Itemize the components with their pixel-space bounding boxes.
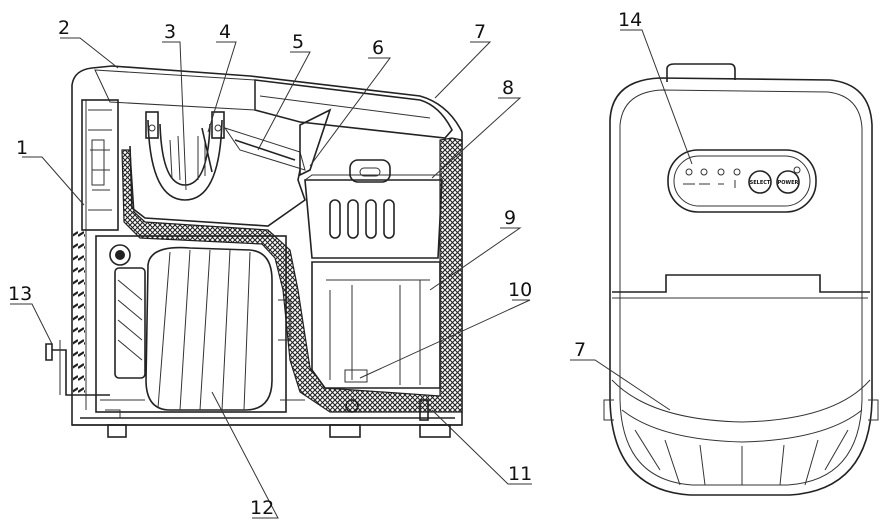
insulation-wall [121,137,463,413]
callout-7-front: 7 [574,339,586,361]
lid-seam [612,274,870,293]
foot [329,424,361,438]
front-housing [609,77,873,496]
ice-basket [304,159,443,259]
power-cord [45,340,110,396]
callout-5: 5 [292,31,304,53]
indicator-light [733,168,741,176]
side-cutaway-view [45,65,463,438]
power-button-label: POWER [778,180,799,186]
callout-12: 12 [250,497,274,519]
evaporator-assembly [145,111,225,201]
callout-numbers: 1 2 3 4 5 6 7 8 9 10 11 12 13 14 7 [8,9,642,519]
top-handle [666,63,736,82]
indicator-light [700,168,708,176]
control-panel: SELECT POWER [667,149,817,213]
foot [419,424,451,438]
callout-2: 2 [58,17,70,39]
callout-3: 3 [164,21,176,43]
callout-11: 11 [508,463,532,485]
control-board [81,99,119,231]
callout-1: 1 [16,137,28,159]
callout-6: 6 [372,37,384,59]
housing-outline [71,65,463,426]
callout-7: 7 [474,21,486,43]
callout-14: 14 [618,9,642,31]
fan-motor [95,235,291,413]
side-vent-grille [73,225,85,395]
callout-13: 13 [8,283,32,305]
select-button[interactable] [748,170,772,194]
select-button-label: SELECT [750,180,771,186]
water-reservoir [311,261,441,389]
power-indicator [793,166,801,174]
callout-4: 4 [219,21,231,43]
foot [107,424,127,438]
leader-lines [10,29,693,519]
callout-9: 9 [504,207,516,229]
power-button[interactable] [776,170,800,194]
front-view: SELECT POWER [603,63,879,496]
lid-outline [254,79,453,139]
indicator-light [717,168,725,176]
indicator-light [685,168,693,176]
push-rod [234,139,296,161]
drain-plug [419,399,429,421]
callout-8: 8 [502,77,514,99]
ice-chute [299,108,332,177]
callout-10: 10 [508,279,532,301]
